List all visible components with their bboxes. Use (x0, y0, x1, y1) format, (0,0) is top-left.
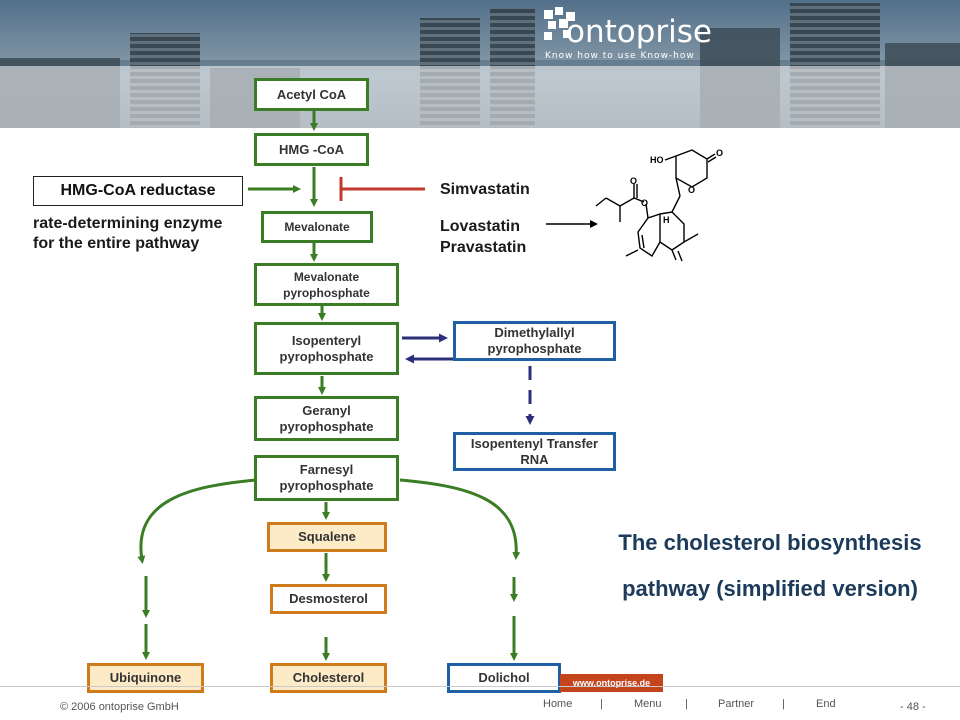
atom-o-ester: O (641, 198, 648, 208)
box-cholesterol: Cholesterol (270, 663, 387, 693)
box-mevalonate: Mevalonate (261, 211, 373, 243)
atom-o-keto: O (630, 176, 637, 186)
lovastatin-structure (595, 149, 717, 262)
box-dimethylallyl-pyrophosphate: Dimethylallyl pyrophosphate (453, 321, 616, 361)
box-desmosterol-label: Desmosterol (289, 591, 368, 606)
box-dolichol: Dolichol (447, 663, 561, 693)
inhibitor-pravastatin: Pravastatin (440, 239, 527, 256)
brand-tagline: Know how to use Know-how (545, 51, 695, 61)
box-farnesyl-pyrophosphate-label: Farnesyl pyrophosphate (279, 462, 374, 493)
box-acetyl-coa: Acetyl CoA (254, 78, 369, 111)
box-ubiquinone: Ubiquinone (87, 663, 204, 693)
box-hmg-coa-reductase: HMG-CoA reductase (33, 176, 243, 206)
box-squalene-label: Squalene (298, 529, 356, 544)
atom-o-carbonyl: O (716, 148, 723, 158)
slide-title-line-1: The cholesterol biosynthesis (618, 530, 922, 555)
curve-to-dolichol (399, 478, 521, 560)
curve-to-ubiquinone (137, 478, 257, 564)
page-number: - 48 - (900, 701, 926, 713)
box-mevalonate-pyrophosphate: Mevalonate pyrophosphate (254, 263, 399, 306)
box-farnesyl-pyrophosphate: Farnesyl pyrophosphate (254, 455, 399, 501)
box-squalene: Squalene (267, 522, 387, 552)
box-geranyl-pyrophosphate: Geranyl pyrophosphate (254, 396, 399, 441)
nav-partner-link[interactable]: Partner (718, 698, 755, 710)
inhibitor-simvastatin: Simvastatin (440, 181, 530, 198)
nav-home-link[interactable]: Home (543, 698, 573, 710)
atom-h: H (663, 215, 670, 225)
header-band (0, 66, 960, 128)
box-isopenteryl-pyrophosphate: Isopenteryl pyrophosphate (254, 322, 399, 375)
box-dolichol-label: Dolichol (478, 670, 530, 685)
box-dimethylallyl-pyrophosphate-label: Dimethylallyl pyrophosphate (487, 325, 582, 356)
nav-end-link[interactable]: End (816, 698, 836, 710)
atom-o-ring: O (688, 185, 695, 195)
box-mevalonate-pyrophosphate-label: Mevalonate pyrophosphate (283, 269, 370, 300)
footer-divider (0, 686, 960, 687)
nav-separator: | (600, 698, 603, 710)
box-mevalonate-label: Mevalonate (284, 220, 350, 234)
nav-menu-link[interactable]: Menu (634, 698, 662, 710)
box-cholesterol-label: Cholesterol (292, 670, 365, 685)
ontoprise-logo-icon (544, 7, 575, 40)
enzyme-name: HMG-CoA reductase (60, 182, 216, 199)
header-banner (0, 0, 960, 128)
box-hmg-coa: HMG -CoA (254, 133, 369, 166)
website-url[interactable]: www.ontoprise.de (560, 674, 663, 692)
slide-title-line-2: pathway (simplified version) (622, 576, 918, 601)
nav-separator: | (782, 698, 785, 710)
inhibitor-lovastatin: Lovastatin (440, 218, 521, 235)
box-isopentenyl-trna-label: Isopentenyl Transfer RNA (470, 435, 599, 467)
enzyme-note: rate-determining enzyme for the entire p… (33, 215, 223, 252)
box-isopentenyl-trna: Isopentenyl Transfer RNA (453, 432, 616, 471)
slide-title: The cholesterol biosynthesis pathway (si… (570, 520, 960, 612)
brand-name: ontoprise (566, 14, 712, 50)
nav-separator: | (685, 698, 688, 710)
box-hmg-coa-label: HMG -CoA (279, 141, 344, 157)
box-ubiquinone-label: Ubiquinone (109, 670, 182, 685)
box-acetyl-coa-label: Acetyl CoA (276, 86, 347, 102)
box-isopenteryl-pyrophosphate-label: Isopenteryl pyrophosphate (279, 332, 374, 364)
box-geranyl-pyrophosphate-label: Geranyl pyrophosphate (279, 402, 374, 434)
copyright: © 2006 ontoprise GmbH (60, 701, 179, 713)
box-desmosterol: Desmosterol (270, 584, 387, 614)
atom-ho: HO (650, 155, 664, 165)
